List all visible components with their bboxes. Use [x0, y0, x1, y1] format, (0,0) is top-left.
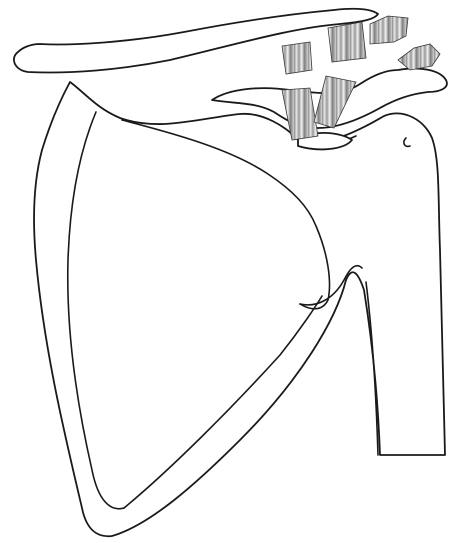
ligament-coracoclavicular-upper — [328, 22, 366, 62]
clavicle — [14, 9, 378, 73]
ligament-acromioclavicular — [370, 16, 408, 44]
ligament-coracoacromial-right — [398, 44, 440, 70]
scapula-blade — [34, 82, 445, 536]
ligament-coracoacromial-small — [282, 42, 312, 74]
